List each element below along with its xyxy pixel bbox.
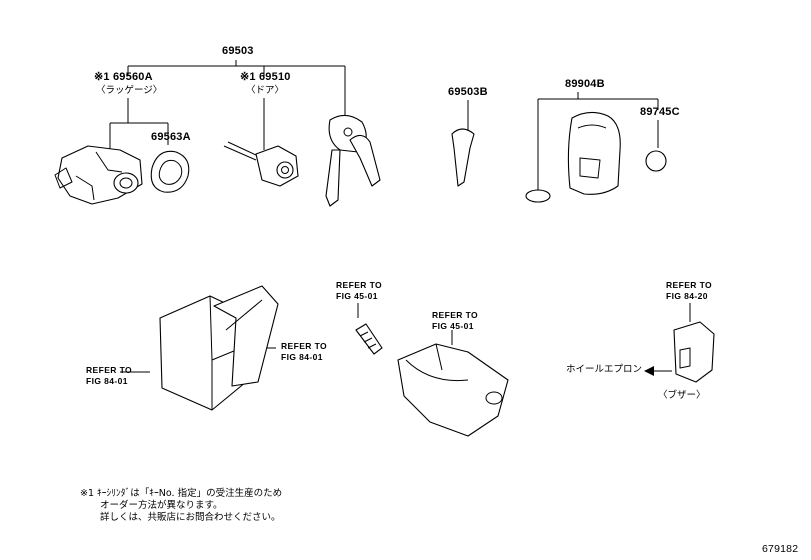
- smart-key-fob-icon: [567, 111, 621, 195]
- column-cover-icon: [397, 343, 509, 437]
- luggage-cylinder-description: 〈ラッゲージ〉: [96, 85, 163, 96]
- ecu-left-refer-line-2: FIG 84-01: [86, 376, 128, 386]
- lock-pad-icon: [150, 150, 190, 193]
- luggage-cylinder-part-number: ※1 69560A: [94, 71, 153, 83]
- buzzer-refer-line-1: REFER TO: [666, 280, 713, 290]
- key-blank-icon: [451, 128, 475, 187]
- column-refer-line-2: FIG 45-01: [432, 321, 474, 331]
- bolt-refer-line-2: FIG 45-01: [336, 291, 378, 301]
- ecu-right-refer-line-1: REFER TO: [281, 341, 328, 351]
- bolt-icon: [355, 323, 383, 355]
- battery-part-number: 89745C: [640, 106, 680, 118]
- ecu-left-refer-line-1: REFER TO: [86, 365, 133, 375]
- pad-part-number: 69563A: [151, 131, 191, 143]
- buzzer-icon: [673, 321, 715, 383]
- assembly-part-number: 69503: [222, 45, 254, 57]
- door-cylinder-description: 〈ドア〉: [246, 85, 285, 96]
- battery-icon: [525, 150, 667, 203]
- column-refer-line-1: REFER TO: [432, 310, 479, 320]
- leader-lines: [109, 60, 691, 376]
- key-blank-part-number: 69503B: [448, 86, 488, 98]
- ecu-right-refer-line-2: FIG 84-01: [281, 352, 323, 362]
- wheel-apron-label: ホイールエプロン: [566, 364, 643, 375]
- luggage-lock-cylinder-icon: [54, 145, 143, 205]
- key-set-icon: [325, 114, 381, 207]
- footnote-line-3: 詳しくは、共販店にお問合わせください。: [100, 512, 281, 523]
- smart-key-part-number: 89904B: [565, 78, 605, 90]
- bolt-refer-line-1: REFER TO: [336, 280, 383, 290]
- door-lock-cylinder-icon: [223, 141, 299, 187]
- door-cylinder-part-number: ※1 69510: [240, 71, 291, 83]
- footnote-line-2: オーダー方法が異なります。: [100, 500, 223, 511]
- footnote-line-1: ※1 ｷｰｼﾘﾝﾀﾞは「ｷｰNo. 指定」の受注生産のため: [80, 488, 283, 499]
- buzzer-description: 〈ブザー〉: [658, 390, 706, 401]
- buzzer-refer-line-2: FIG 84-20: [666, 291, 708, 301]
- diagram-id: 679182: [762, 543, 799, 555]
- ecu-icon: [159, 285, 279, 411]
